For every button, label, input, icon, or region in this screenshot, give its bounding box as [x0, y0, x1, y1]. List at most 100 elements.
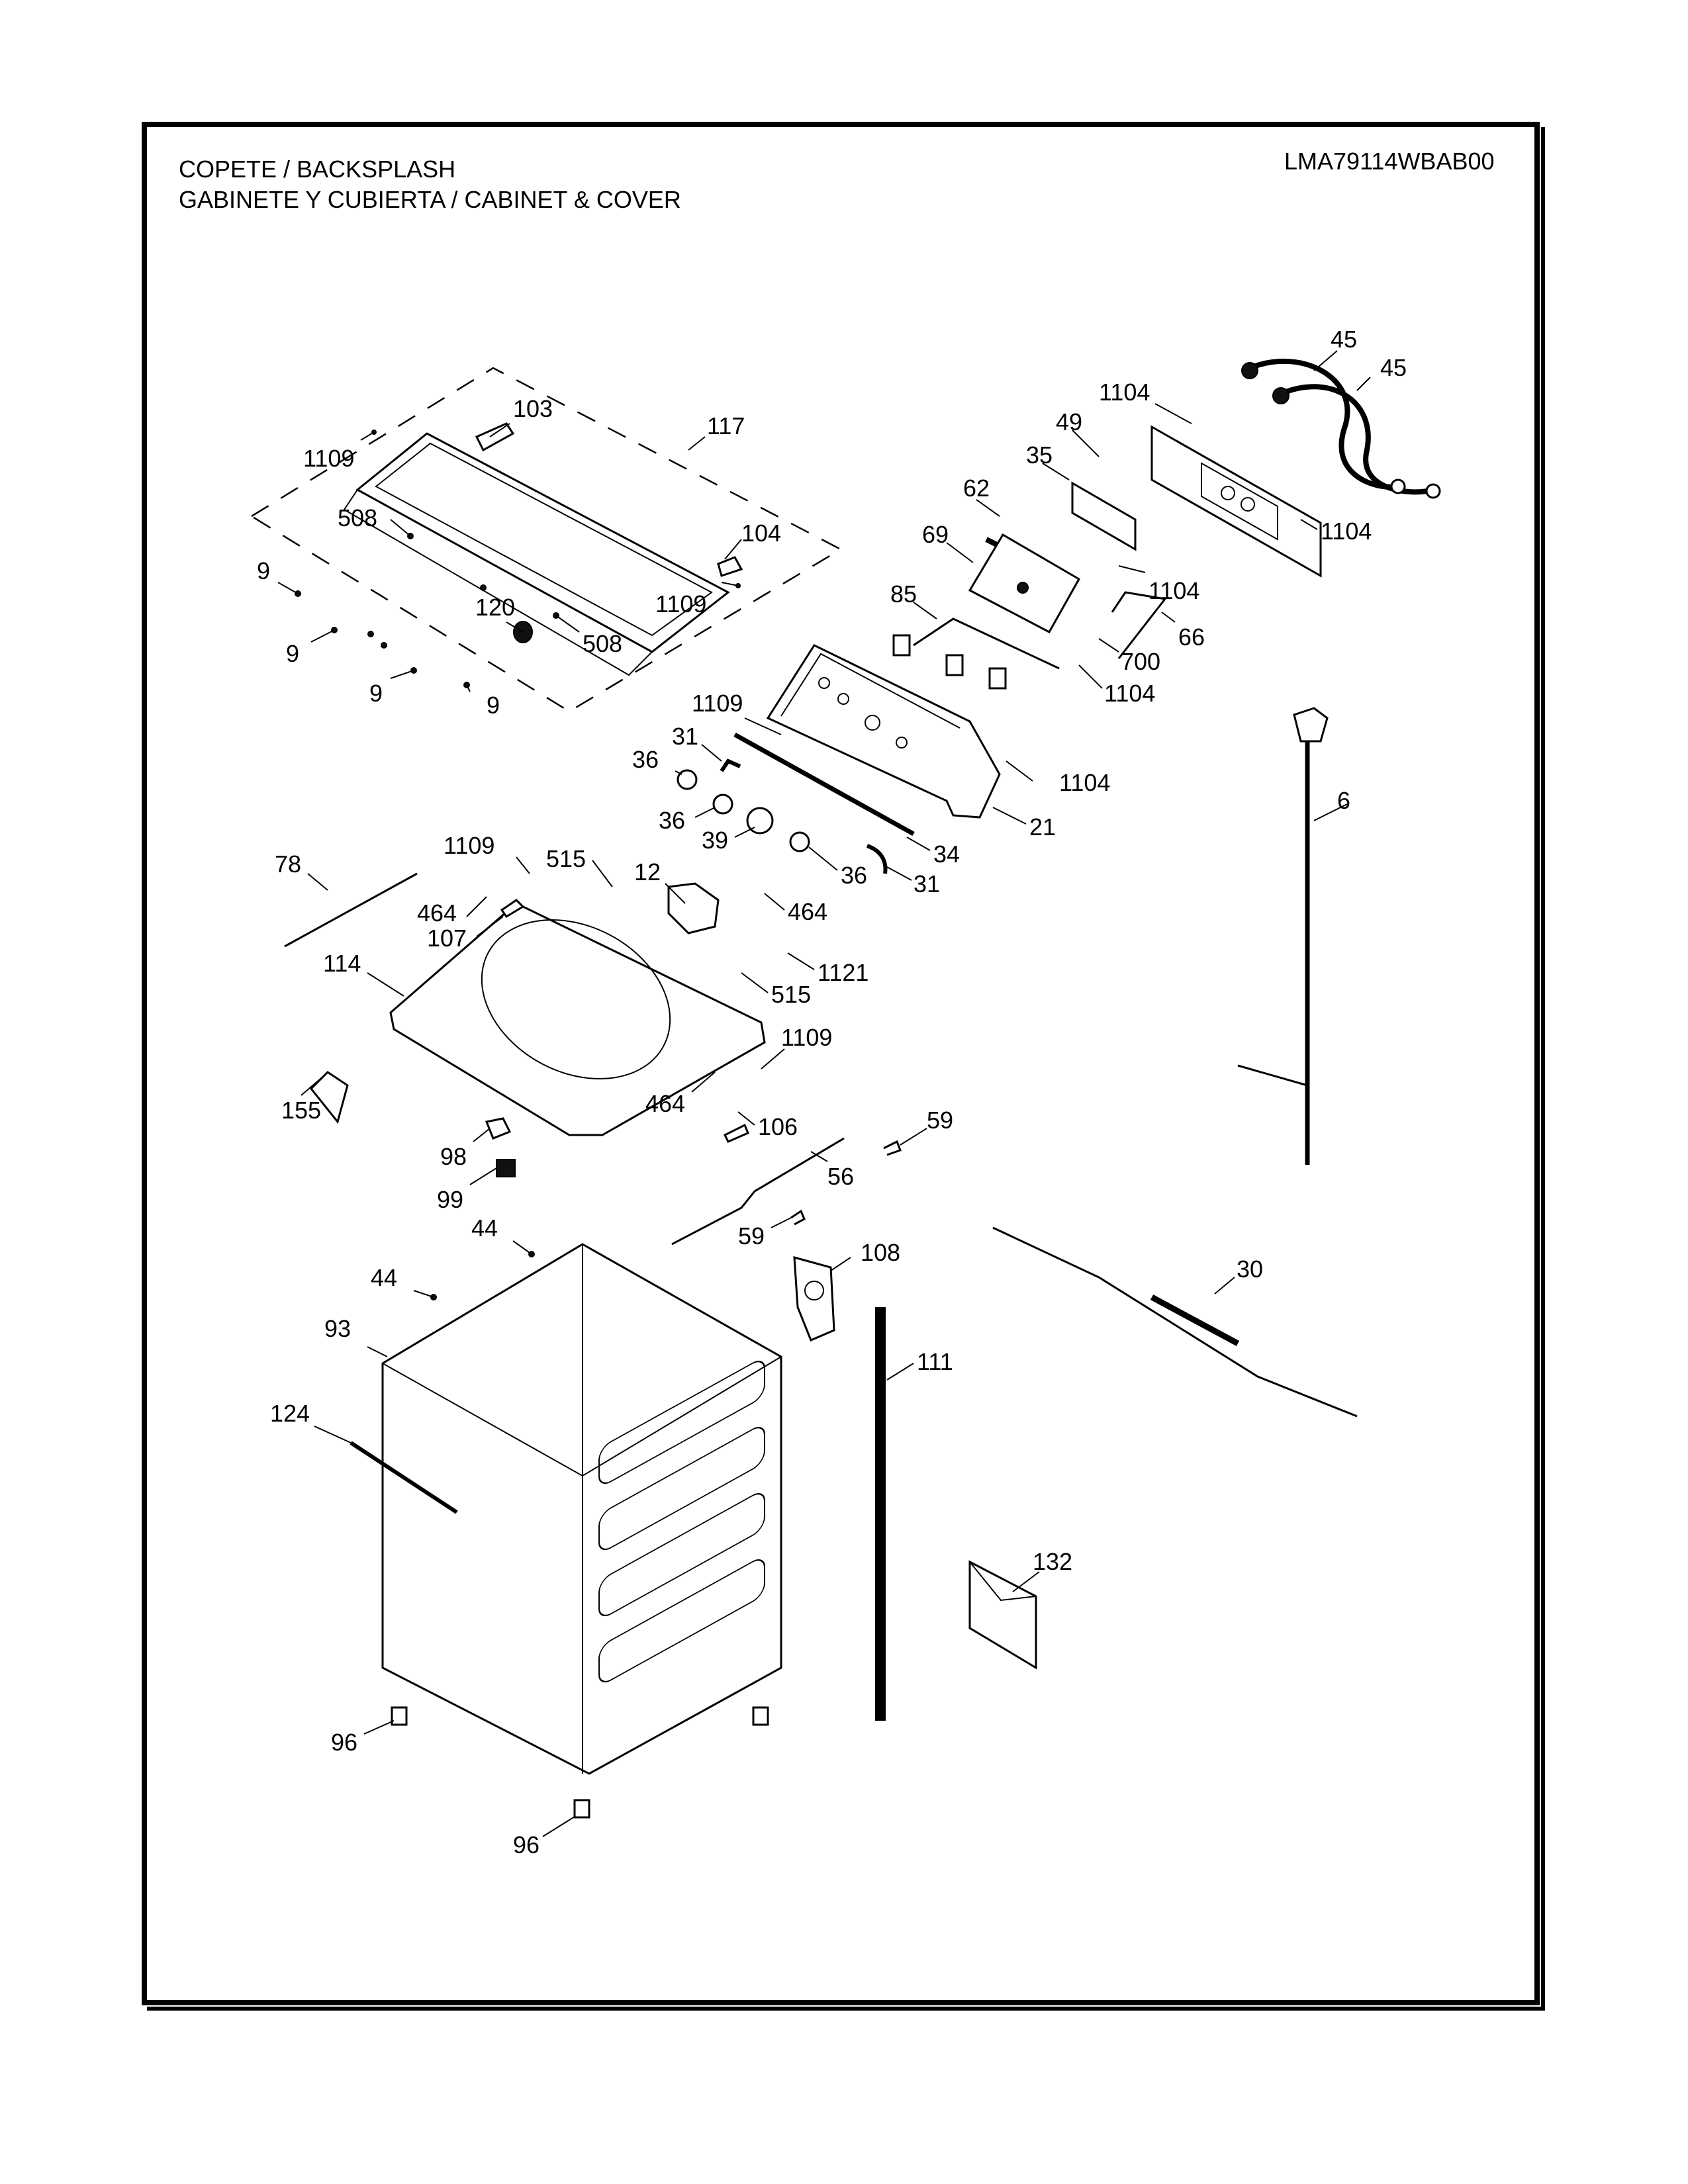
hinge-104 — [717, 556, 743, 577]
leader-12 — [665, 883, 686, 904]
leader-700 — [1098, 638, 1119, 653]
lid-glass-panel — [375, 442, 713, 637]
leader-36a — [675, 770, 682, 775]
callout-464: 464 — [788, 898, 827, 925]
callout-9: 9 — [286, 640, 299, 667]
diagram-frame — [142, 122, 1540, 2005]
top-cover-group — [284, 872, 766, 1143]
bumper-9 — [480, 584, 487, 591]
leader-49 — [1072, 430, 1100, 457]
leader-96b — [542, 1816, 575, 1837]
callout-labels: 103 117 1109 508 104 1109 9 9 9 9 120 50… — [257, 326, 1407, 1858]
cabinet-rib — [598, 1559, 765, 1683]
leader-69 — [946, 542, 974, 563]
leader-508a — [390, 519, 411, 537]
harness-30-bus — [1150, 1295, 1240, 1346]
knob-36c — [789, 831, 810, 852]
drain-cover-108 — [793, 1255, 835, 1342]
leader-103 — [489, 423, 510, 437]
leader-45b — [1356, 377, 1371, 391]
callout-36: 36 — [841, 862, 867, 889]
model-number: LMA79114WBAB00 — [1284, 148, 1495, 175]
callout-39: 39 — [702, 827, 728, 854]
callout-111: 111 — [917, 1348, 953, 1375]
leader-36b — [694, 807, 716, 818]
strap-124 — [350, 1441, 458, 1514]
callout-66: 66 — [1178, 623, 1205, 651]
hose-nut — [1390, 478, 1406, 494]
callout-1109: 1109 — [444, 832, 494, 859]
leader-45a — [1313, 350, 1338, 371]
shield-35 — [1071, 481, 1137, 551]
callout-1121: 1121 — [818, 959, 868, 986]
knob-39 — [746, 807, 774, 835]
leader-1121 — [787, 952, 815, 970]
switch-85b — [945, 654, 964, 676]
leveling-leg-96c — [573, 1799, 590, 1819]
leader-78 — [307, 873, 328, 891]
light-pipe-31b — [866, 844, 888, 874]
leader-1109b — [721, 582, 739, 586]
leader-98 — [473, 1128, 491, 1142]
clip-59b — [790, 1209, 806, 1226]
console-knob-hole — [896, 737, 908, 749]
leader-44a — [512, 1240, 532, 1255]
cabinet-rib — [598, 1427, 765, 1551]
bumper-9 — [367, 631, 374, 637]
section-title-cabinet-cover: GABINETE Y CUBIERTA / CABINET & COVER — [179, 186, 681, 213]
inlet-cold — [1221, 486, 1235, 500]
cover-98 — [485, 1117, 512, 1140]
console-knob-hole — [865, 715, 880, 731]
leader-111 — [886, 1363, 914, 1381]
callout-1109: 1109 — [692, 690, 743, 717]
knob-36a — [677, 769, 698, 790]
callout-12: 12 — [634, 858, 661, 886]
trim-34 — [733, 732, 915, 837]
leader-35 — [1042, 463, 1070, 480]
manual-132 — [968, 1560, 1037, 1670]
harness-66 — [1111, 591, 1167, 659]
leader-464c — [691, 1071, 716, 1093]
callout-34: 34 — [933, 841, 960, 868]
leader-117 — [688, 436, 706, 451]
callout-31: 31 — [672, 723, 698, 750]
callout-45: 45 — [1380, 354, 1407, 381]
leader-31a — [701, 744, 722, 762]
callout-98: 98 — [440, 1143, 467, 1170]
leader-93 — [367, 1346, 388, 1357]
cabinet-group — [350, 1243, 782, 1819]
callout-49: 49 — [1056, 408, 1082, 435]
callout-1104: 1104 — [1104, 680, 1155, 707]
callout-107: 107 — [427, 925, 467, 952]
callout-103: 103 — [513, 395, 553, 422]
callout-1104: 1104 — [1149, 577, 1199, 604]
callout-59: 59 — [927, 1107, 953, 1134]
callout-96: 96 — [513, 1831, 539, 1858]
callout-9: 9 — [257, 557, 270, 584]
callout-44: 44 — [471, 1214, 498, 1242]
callout-464: 464 — [645, 1090, 685, 1117]
callout-62: 62 — [963, 475, 990, 502]
hose-nut — [1272, 387, 1289, 404]
callout-132: 132 — [1033, 1548, 1072, 1575]
inlet-hot — [1241, 497, 1255, 512]
callout-1109: 1109 — [781, 1024, 832, 1051]
callout-30: 30 — [1237, 1255, 1263, 1283]
callout-9: 9 — [487, 692, 500, 719]
leader-1104a — [1154, 403, 1192, 424]
harness-56 — [671, 1137, 845, 1246]
leader-155 — [301, 1075, 325, 1096]
leader-106 — [737, 1111, 755, 1126]
leader-85 — [913, 602, 937, 619]
lid-assembly-boundary — [250, 367, 843, 713]
leader-1104c — [1118, 565, 1146, 573]
leader-99 — [469, 1167, 497, 1185]
leader-59a — [900, 1128, 927, 1146]
leader-96a — [363, 1720, 395, 1735]
switch-85a — [892, 634, 911, 657]
leader-66 — [1161, 612, 1176, 623]
callout-508: 508 — [338, 504, 377, 531]
callout-36: 36 — [659, 807, 685, 834]
leader-104 — [724, 539, 742, 560]
callout-31: 31 — [914, 870, 940, 897]
